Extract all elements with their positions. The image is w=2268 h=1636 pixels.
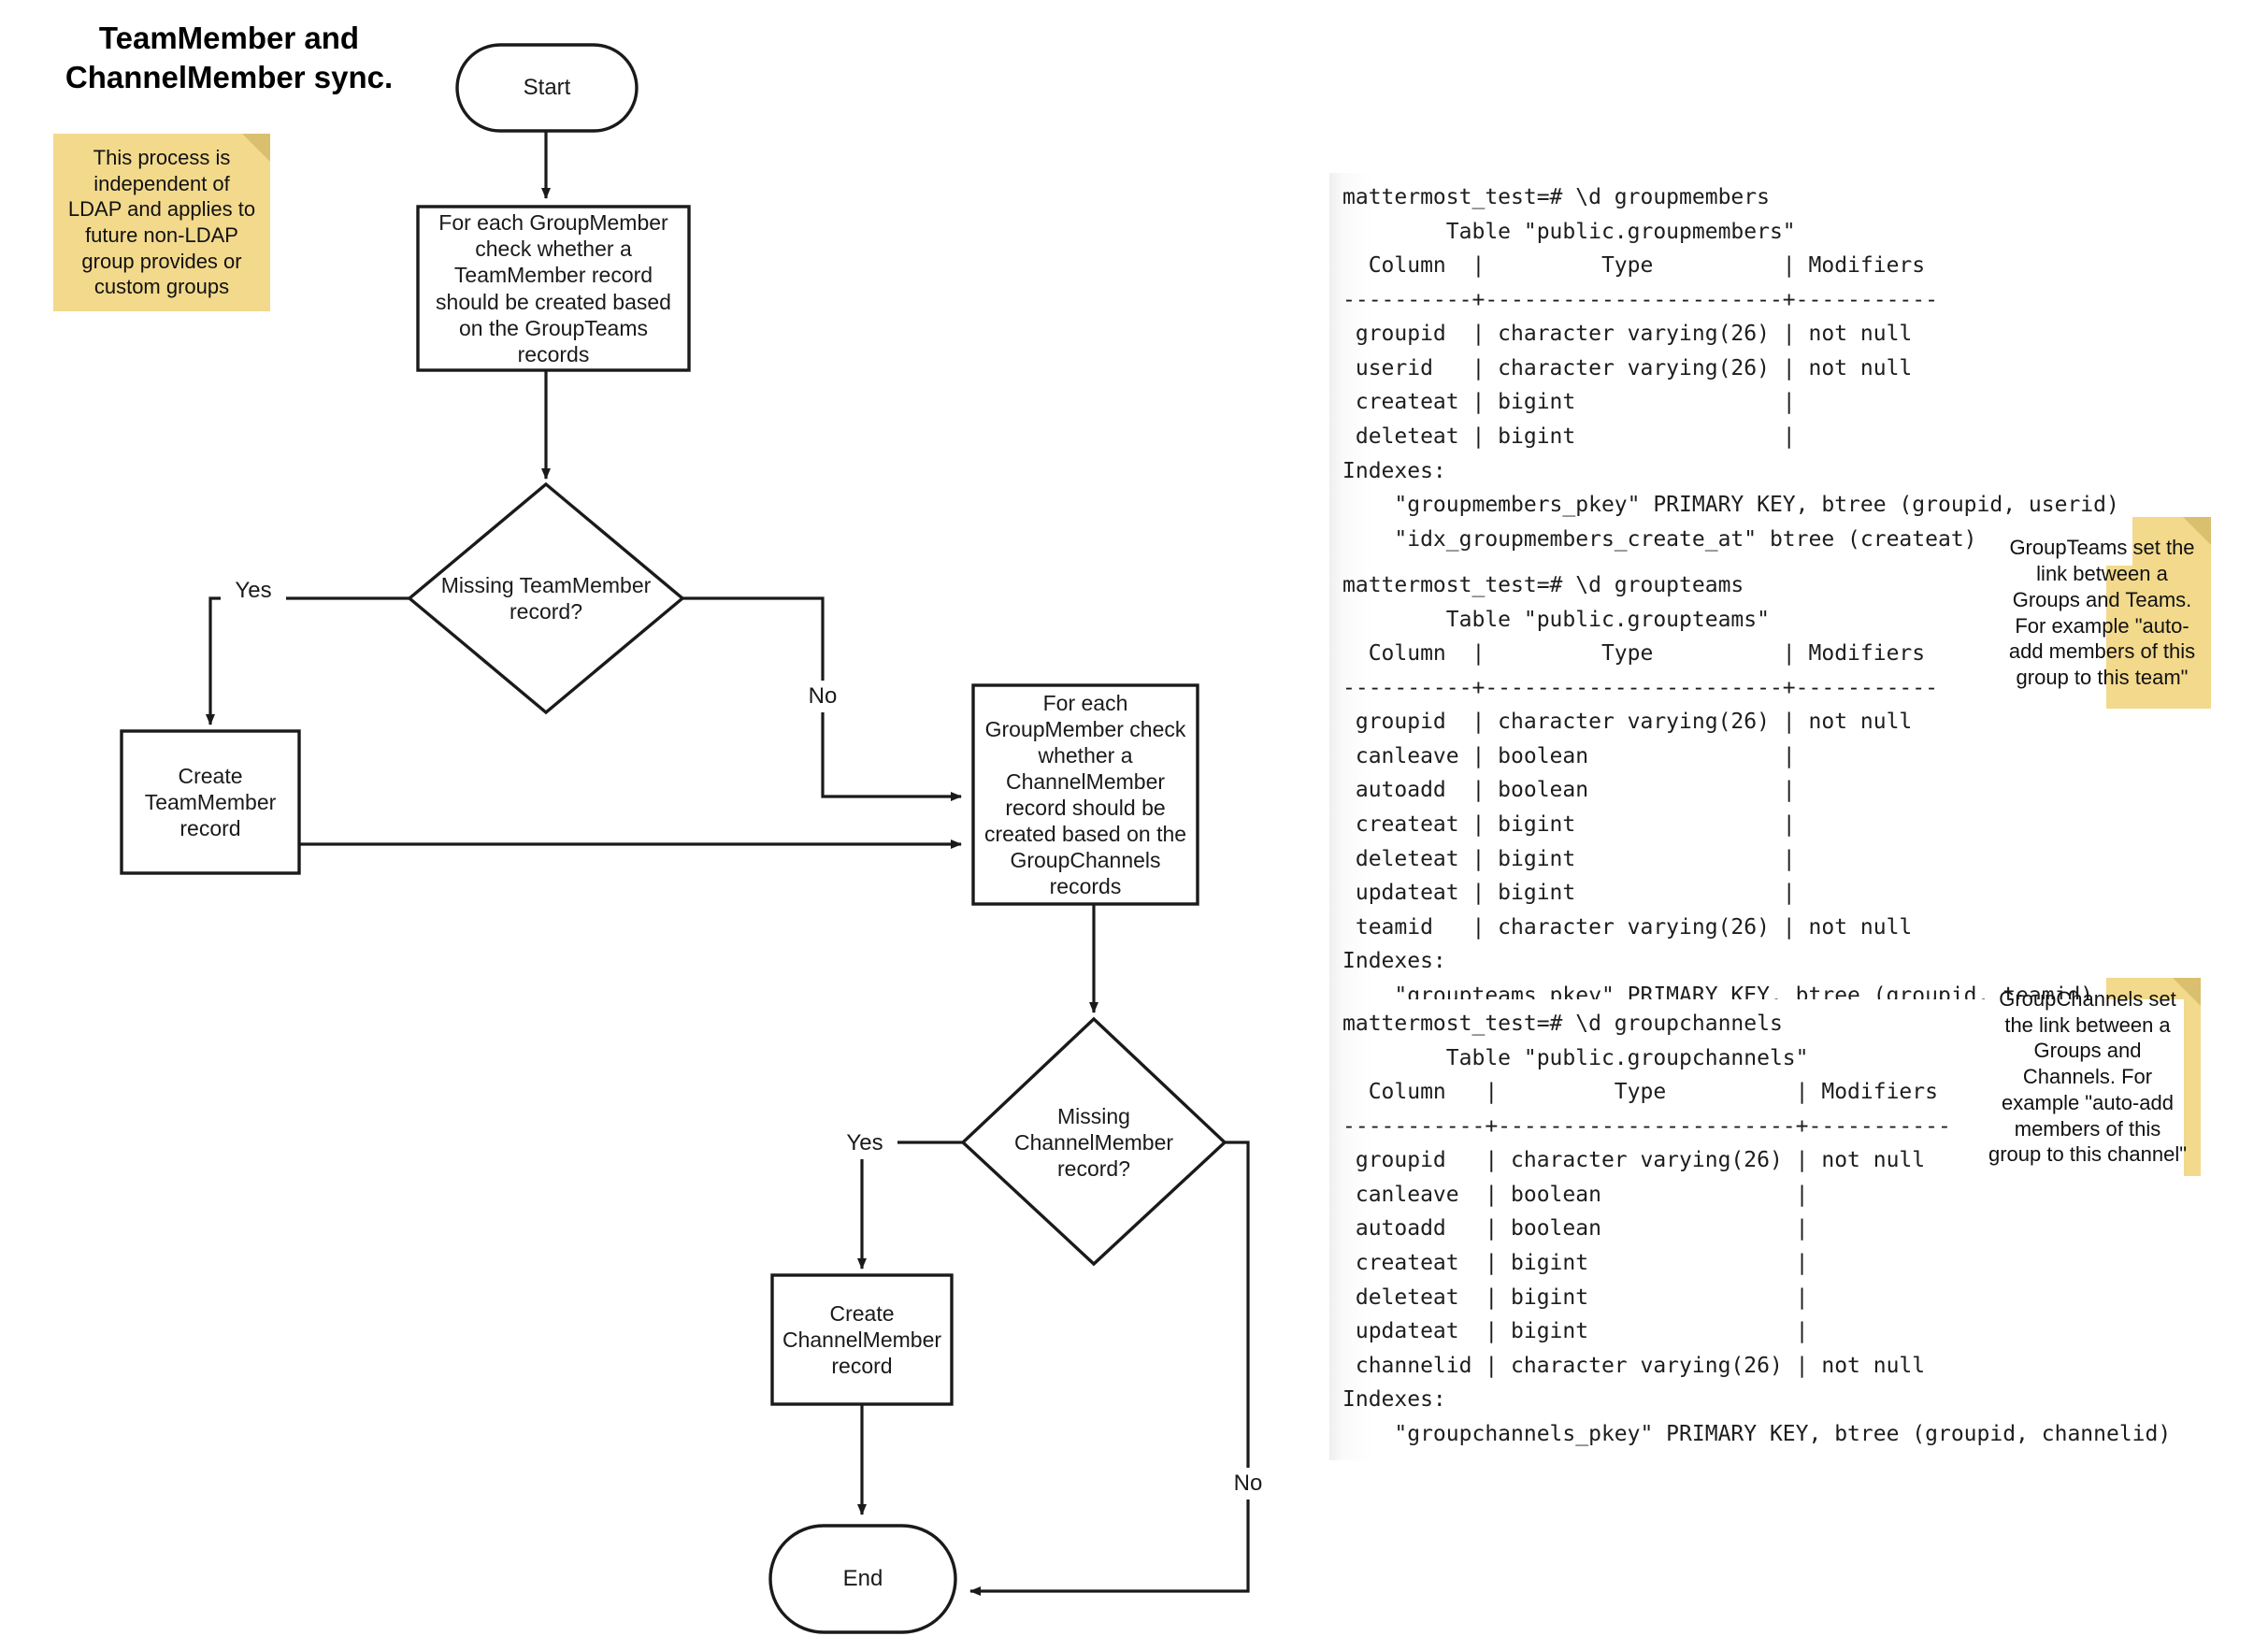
node-create-channel	[770, 1273, 954, 1406]
page-title: TeamMember and ChannelMember sync.	[65, 21, 394, 95]
node-decision-channel	[960, 1016, 1227, 1267]
edge-decision-channel-no	[969, 1141, 1250, 1596]
node-decision-team	[407, 481, 685, 715]
edge-decision-team-yes	[206, 596, 409, 725]
edge-decision-channel-yes	[857, 1141, 963, 1270]
note-groupteams: GroupTeams set the link between a Groups…	[1993, 517, 2211, 709]
node-start	[455, 43, 639, 133]
node-create-team	[120, 729, 301, 875]
node-check-channel	[971, 683, 1199, 906]
note-ldap: This process is independent of LDAP and …	[53, 134, 270, 311]
note-groupchannels-text: GroupChannels set the link between a Gro…	[1988, 986, 2188, 1167]
node-end	[768, 1524, 957, 1634]
psql-output-groupmembers: mattermost_test=# \d groupmembers Table …	[1329, 173, 2132, 567]
note-groupteams-text: GroupTeams set the link between a Groups…	[2008, 536, 2196, 689]
note-groupchannels: GroupChannels set the link between a Gro…	[1974, 978, 2201, 1176]
note-ldap-text: This process is independent of LDAP and …	[67, 145, 256, 299]
psql-output-groupchannels: mattermost_test=# \d groupchannels Table…	[1329, 999, 2185, 1461]
node-check-team	[416, 205, 691, 372]
psql-output-groupteams: mattermost_test=# \d groupteams Table "p…	[1329, 561, 2107, 1023]
edge-decision-team-no	[682, 596, 962, 801]
